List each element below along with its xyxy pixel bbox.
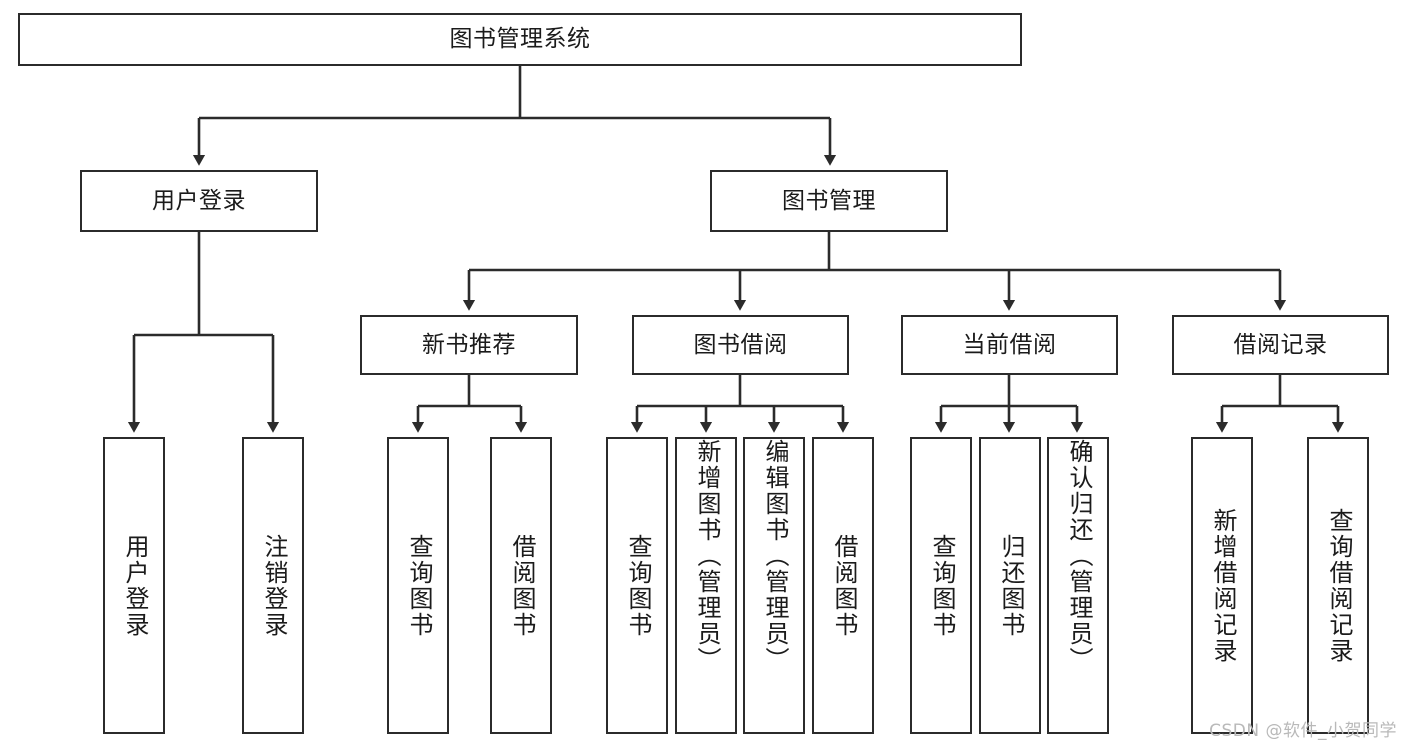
node-user-login[interactable]: 用户登录	[80, 170, 318, 232]
node-label: 查询借阅记录	[1324, 507, 1353, 664]
node-borrow-record[interactable]: 借阅记录	[1172, 315, 1389, 375]
leaf-borrow-book-1[interactable]: 借阅图书	[490, 437, 552, 734]
watermark-text: CSDN @软件_小贺同学	[1209, 721, 1397, 741]
node-label: 查询图书	[623, 533, 652, 638]
leaf-query-book-2[interactable]: 查询图书	[606, 437, 668, 734]
node-label: 借阅记录	[1233, 331, 1328, 358]
node-label: 图书管理	[782, 187, 876, 214]
node-label: 新书推荐	[422, 331, 516, 358]
node-label: 新增图书（管理员）	[692, 439, 721, 673]
node-new-book-rec[interactable]: 新书推荐	[360, 315, 578, 375]
leaf-borrow-book-2[interactable]: 借阅图书	[812, 437, 874, 734]
node-label: 编辑图书（管理员）	[760, 439, 789, 673]
node-label: 查询图书	[927, 533, 956, 638]
node-book-manage[interactable]: 图书管理	[710, 170, 948, 232]
leaf-query-book-3[interactable]: 查询图书	[910, 437, 972, 734]
node-label: 图书管理系统	[449, 26, 591, 53]
node-current-borrow[interactable]: 当前借阅	[901, 315, 1118, 375]
leaf-query-book-1[interactable]: 查询图书	[387, 437, 449, 734]
leaf-add-book[interactable]: 新增图书（管理员）	[675, 437, 737, 734]
node-label: 借阅图书	[829, 533, 858, 638]
leaf-add-record[interactable]: 新增借阅记录	[1191, 437, 1253, 734]
leaf-user-login[interactable]: 用户登录	[103, 437, 165, 734]
node-label: 新增借阅记录	[1208, 507, 1237, 664]
node-root-system[interactable]: 图书管理系统	[18, 13, 1022, 66]
node-label: 图书借阅	[693, 331, 788, 358]
node-label: 当前借阅	[962, 331, 1057, 358]
node-label: 用户登录	[120, 533, 149, 638]
node-label: 用户登录	[152, 187, 246, 214]
leaf-return-book[interactable]: 归还图书	[979, 437, 1041, 734]
leaf-confirm-return[interactable]: 确认归还（管理员）	[1047, 437, 1109, 734]
node-label: 查询图书	[404, 533, 433, 638]
leaf-edit-book[interactable]: 编辑图书（管理员）	[743, 437, 805, 734]
node-label: 确认归还（管理员）	[1064, 439, 1093, 673]
leaf-user-logout[interactable]: 注销登录	[242, 437, 304, 734]
leaf-query-record[interactable]: 查询借阅记录	[1307, 437, 1369, 734]
node-label: 归还图书	[996, 533, 1025, 638]
node-book-borrow[interactable]: 图书借阅	[632, 315, 849, 375]
node-label: 注销登录	[259, 533, 288, 638]
node-label: 借阅图书	[507, 533, 536, 638]
